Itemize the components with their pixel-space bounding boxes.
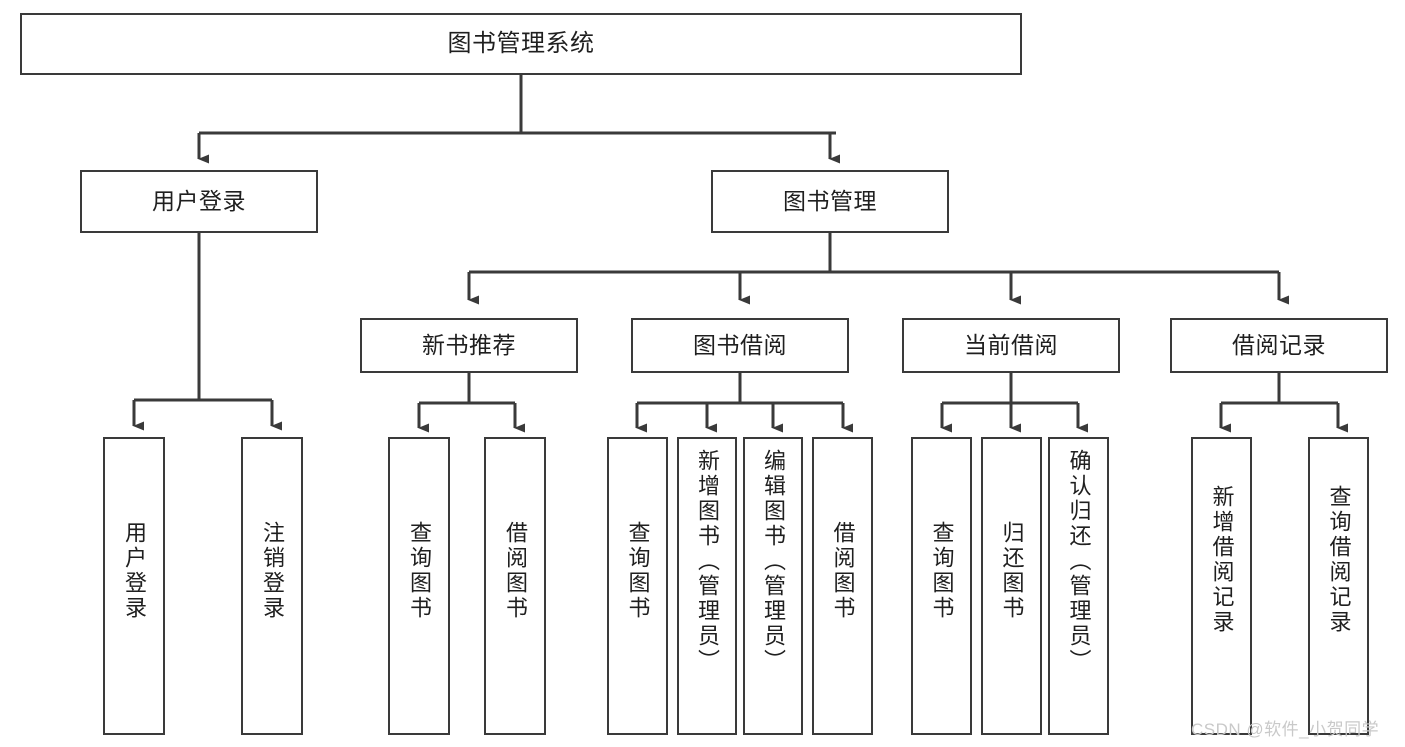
node-book-borrow-label: 图书借阅 [693, 331, 787, 358]
node-new-book-rec[interactable]: 新书推荐 [360, 318, 578, 373]
node-leaf-logout[interactable]: 注销登录 [241, 437, 303, 735]
node-borrow-record-label: 借阅记录 [1232, 331, 1326, 358]
node-root[interactable]: 图书管理系统 [20, 13, 1022, 75]
node-leaf-query-book-3-label: 查询图书 [929, 521, 955, 621]
node-book-borrow[interactable]: 图书借阅 [631, 318, 849, 373]
node-current-borrow-label: 当前借阅 [964, 331, 1058, 358]
node-current-borrow[interactable]: 当前借阅 [902, 318, 1120, 373]
csdn-watermark: CSDN @软件_小贺同学 [1191, 720, 1380, 739]
node-leaf-add-record-label: 新增借阅记录 [1209, 485, 1235, 635]
node-leaf-query-book-3[interactable]: 查询图书 [911, 437, 972, 735]
node-root-label: 图书管理系统 [447, 29, 595, 57]
node-leaf-return-book-label: 归还图书 [999, 521, 1025, 621]
node-leaf-query-book-2[interactable]: 查询图书 [607, 437, 668, 735]
node-leaf-query-record[interactable]: 查询借阅记录 [1308, 437, 1369, 735]
node-leaf-logout-label: 注销登录 [259, 521, 285, 621]
node-leaf-edit-book-label: 编辑图书（管理员） [760, 449, 786, 674]
node-leaf-borrow-book-2[interactable]: 借阅图书 [812, 437, 873, 735]
node-leaf-add-record[interactable]: 新增借阅记录 [1191, 437, 1252, 735]
node-leaf-query-book-2-label: 查询图书 [625, 521, 651, 621]
node-leaf-confirm-return[interactable]: 确认归还（管理员） [1048, 437, 1109, 735]
node-leaf-borrow-book-2-label: 借阅图书 [830, 521, 856, 621]
node-borrow-record[interactable]: 借阅记录 [1170, 318, 1388, 373]
node-leaf-edit-book[interactable]: 编辑图书（管理员） [743, 437, 803, 735]
node-leaf-query-book-1[interactable]: 查询图书 [388, 437, 450, 735]
node-leaf-user-login-label: 用户登录 [121, 521, 147, 621]
node-leaf-confirm-return-label: 确认归还（管理员） [1066, 449, 1092, 674]
node-leaf-add-book[interactable]: 新增图书（管理员） [677, 437, 737, 735]
node-leaf-query-book-1-label: 查询图书 [406, 521, 432, 621]
node-leaf-add-book-label: 新增图书（管理员） [694, 449, 720, 674]
node-leaf-return-book[interactable]: 归还图书 [981, 437, 1042, 735]
node-new-book-rec-label: 新书推荐 [422, 331, 516, 358]
node-user-login-label: 用户登录 [152, 187, 246, 214]
node-leaf-query-record-label: 查询借阅记录 [1326, 485, 1352, 635]
node-leaf-borrow-book-1-label: 借阅图书 [502, 521, 528, 621]
node-leaf-user-login[interactable]: 用户登录 [103, 437, 165, 735]
node-leaf-borrow-book-1[interactable]: 借阅图书 [484, 437, 546, 735]
node-book-manage[interactable]: 图书管理 [711, 170, 949, 233]
node-book-manage-label: 图书管理 [783, 187, 877, 214]
node-user-login[interactable]: 用户登录 [80, 170, 318, 233]
